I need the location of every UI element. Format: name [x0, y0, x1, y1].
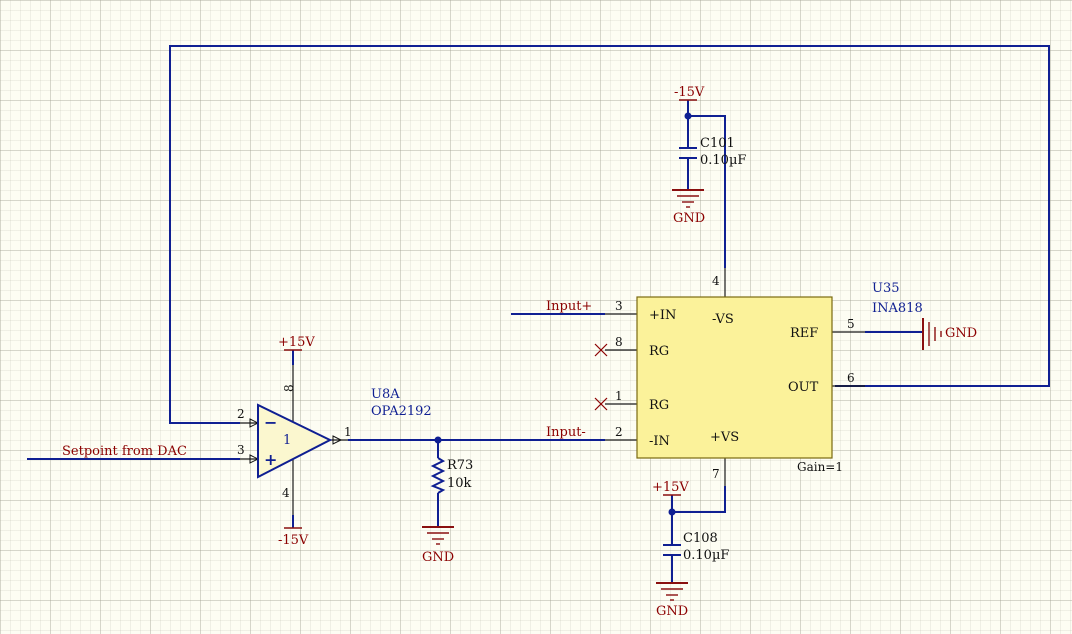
junction-opamp-out — [434, 436, 442, 444]
ina-gain-label: Gain=1 — [797, 460, 843, 474]
opamp-pin-inv: 2 — [237, 407, 245, 421]
svg-text:+15V: +15V — [652, 480, 689, 495]
svg-text:GND: GND — [673, 211, 705, 226]
opamp-pin-vminus: 4 — [282, 486, 290, 500]
capacitor-c101[interactable]: C101 0.10µF — [679, 136, 746, 168]
ina-label-in-plus: +IN — [649, 308, 676, 323]
ground-c108[interactable]: GND — [656, 582, 688, 619]
vs-plus-wire[interactable] — [671, 486, 726, 513]
net-label-input-plus[interactable]: Input+ — [546, 299, 592, 314]
r73-designator: R73 — [447, 458, 473, 473]
net-label-setpoint[interactable]: Setpoint from DAC — [62, 444, 187, 459]
opamp-pin-vplus: 8 — [282, 384, 296, 392]
ina-label-out: OUT — [788, 380, 819, 395]
opamp-unit-number: 1 — [283, 433, 291, 448]
svg-text:GND: GND — [422, 550, 454, 565]
ina-pin-in-plus: 3 — [615, 299, 623, 313]
vs-minus-wire[interactable] — [687, 100, 726, 268]
ina-body — [636, 296, 833, 459]
ina-pin-ref: 5 — [847, 317, 855, 331]
c101-value: 0.10µF — [700, 153, 746, 168]
ina-pin-in-minus: 2 — [615, 425, 623, 439]
ina-pin-rg-top: 8 — [615, 335, 623, 349]
opamp-pin-out: 1 — [344, 425, 352, 439]
opamp-designator: U8A — [371, 387, 400, 402]
ina-label-rg-bottom: RG — [649, 398, 669, 413]
c101-designator: C101 — [700, 136, 735, 151]
opamp-body — [257, 403, 333, 479]
c108-value: 0.10µF — [683, 548, 729, 563]
c108-designator: C108 — [683, 531, 718, 546]
opamp-minus-sign: − — [264, 413, 277, 432]
ground-ref[interactable]: GND — [865, 318, 977, 350]
ina-label-vs-plus: +VS — [710, 430, 739, 445]
ina-label-in-minus: -IN — [649, 434, 670, 449]
svg-text:+15V: +15V — [278, 335, 315, 350]
ina-pin-vs-plus: 7 — [712, 467, 720, 481]
no-connect-rg-bottom — [594, 397, 608, 411]
svg-text:-15V: -15V — [278, 533, 309, 548]
ina-part-number: INA818 — [872, 301, 923, 316]
net-label-input-minus[interactable]: Input- — [546, 425, 586, 440]
power-port-opamp-plus15v[interactable]: +15V — [278, 335, 315, 351]
r73-value: 10k — [447, 476, 472, 491]
ina-label-vs-minus: -VS — [712, 312, 734, 327]
svg-text:GND: GND — [656, 604, 688, 619]
ground-c101[interactable]: GND — [672, 189, 705, 226]
junction-c101 — [684, 112, 692, 120]
capacitor-c108[interactable]: C108 0.10µF — [663, 531, 729, 563]
ina-designator: U35 — [872, 281, 900, 296]
opamp-part-number: OPA2192 — [371, 404, 432, 419]
feedback-wire[interactable] — [169, 45, 1050, 424]
ina818-u35[interactable]: +IN RG RG -IN -VS +VS REF OUT 3 8 1 2 4 … — [594, 268, 865, 486]
ground-r73[interactable]: GND — [422, 526, 454, 565]
resistor-r73[interactable]: R73 10k — [430, 457, 473, 494]
svg-text:GND: GND — [945, 326, 977, 341]
opamp-pin-noninv: 3 — [237, 443, 245, 457]
ina-label-rg-top: RG — [649, 344, 669, 359]
junction-c108 — [668, 508, 676, 516]
power-port-c101-minus15v[interactable]: -15V — [674, 85, 705, 101]
wires — [27, 45, 1050, 583]
svg-text:-15V: -15V — [674, 85, 705, 100]
opamp-plus-sign: + — [264, 450, 277, 469]
ina-pin-vs-minus: 4 — [712, 274, 720, 288]
power-port-c108-plus15v[interactable]: +15V — [652, 480, 689, 496]
no-connect-rg-top — [594, 343, 608, 357]
power-port-opamp-minus15v[interactable]: -15V — [278, 527, 309, 548]
ina-pin-rg-bottom: 1 — [615, 389, 623, 403]
opamp-u8a[interactable]: − + 1 2 3 1 8 4 — [237, 365, 352, 515]
ina-pin-out: 6 — [847, 371, 855, 385]
ina-label-ref: REF — [790, 326, 818, 341]
